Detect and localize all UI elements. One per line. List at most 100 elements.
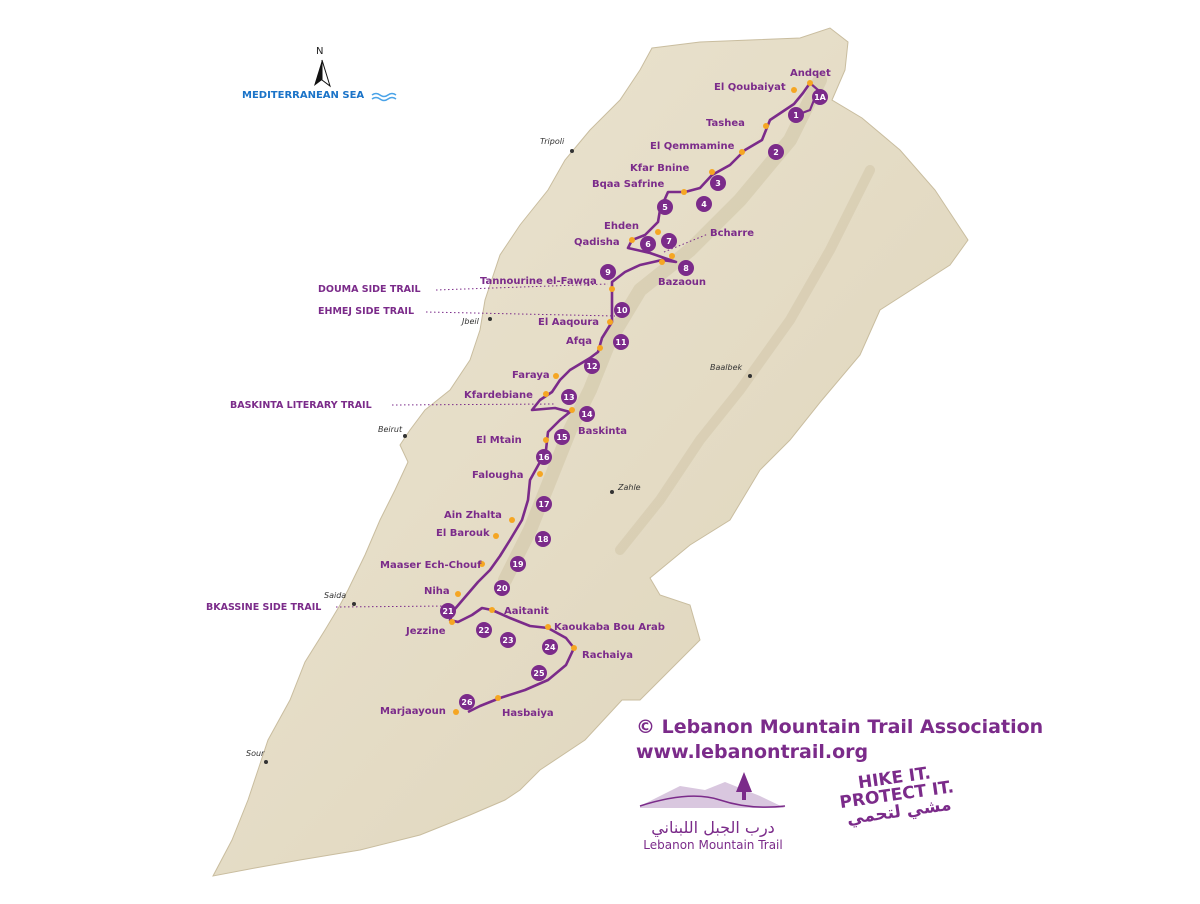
segment-badge-circle bbox=[510, 556, 526, 572]
segment-badge-circle bbox=[440, 603, 456, 619]
segment-marker-16: 16 bbox=[536, 449, 552, 465]
segment-number: 3 bbox=[715, 179, 721, 188]
segment-number: 16 bbox=[538, 453, 550, 462]
segment-marker-17: 17 bbox=[536, 496, 552, 512]
segment-marker-1: 1 bbox=[788, 107, 804, 123]
segment-marker-9: 9 bbox=[600, 264, 616, 280]
city-label-sour: Sour bbox=[246, 749, 265, 758]
side-trail-douma: DOUMA SIDE TRAIL bbox=[318, 284, 421, 295]
segment-number: 15 bbox=[556, 433, 568, 442]
town-label-tashea: Tashea bbox=[706, 118, 745, 129]
segment-marker-1A: 1A bbox=[812, 89, 828, 105]
waypoints bbox=[449, 80, 813, 715]
side-trail-baskinta: BASKINTA LITERARY TRAIL bbox=[230, 400, 372, 411]
city-label-tripoli: Tripoli bbox=[540, 137, 565, 146]
segment-marker-19: 19 bbox=[510, 556, 526, 572]
segment-marker-6: 6 bbox=[640, 236, 656, 252]
ridge-shade-2 bbox=[615, 165, 875, 555]
segment-number: 22 bbox=[478, 626, 489, 635]
town-label-el-barouk: El Barouk bbox=[436, 528, 490, 539]
segment-marker-4: 4 bbox=[696, 196, 712, 212]
segment-number: 23 bbox=[502, 636, 513, 645]
town-label-maaser: Maaser Ech-Chouf bbox=[380, 560, 482, 571]
segment-badge-circle bbox=[535, 531, 551, 547]
segment-badge-circle bbox=[678, 260, 694, 276]
segment-badge-circle bbox=[661, 233, 677, 249]
town-label-faraya: Faraya bbox=[512, 370, 550, 381]
segment-marker-3: 3 bbox=[710, 175, 726, 191]
segment-badge-circle bbox=[494, 580, 510, 596]
city-label-baalbek: Baalbek bbox=[710, 363, 743, 372]
town-label-el-qemmamine: El Qemmamine bbox=[650, 141, 735, 152]
town-label-andqet: Andqet bbox=[790, 68, 831, 79]
town-label-baskinta: Baskinta bbox=[578, 426, 627, 437]
segment-marker-20: 20 bbox=[494, 580, 510, 596]
copyright-text: © Lebanon Mountain Trail Association bbox=[636, 716, 1044, 738]
town-label-aaitanit: Aaitanit bbox=[504, 606, 549, 617]
segment-marker-5: 5 bbox=[657, 199, 673, 215]
segment-marker-2: 2 bbox=[768, 144, 784, 160]
segment-number: 20 bbox=[496, 584, 508, 593]
segment-badge-circle bbox=[536, 496, 552, 512]
segment-badge-circle bbox=[613, 334, 629, 350]
segment-marker-23: 23 bbox=[500, 632, 516, 648]
segment-marker-25: 25 bbox=[531, 665, 547, 681]
town-label-rachaiya: Rachaiya bbox=[582, 650, 633, 661]
segment-number: 26 bbox=[461, 698, 473, 707]
town-label-el-mtain: El Mtain bbox=[476, 435, 522, 446]
segment-number: 10 bbox=[616, 306, 628, 315]
segment-number: 2 bbox=[773, 148, 779, 157]
town-label-falougha: Falougha bbox=[472, 470, 523, 481]
segment-marker-26: 26 bbox=[459, 694, 475, 710]
logo-english-text: Lebanon Mountain Trail bbox=[643, 838, 783, 852]
segment-marker-7: 7 bbox=[661, 233, 677, 249]
town-label-tannourine: Tannourine el-Fawqa bbox=[480, 276, 597, 287]
segment-badge-circle bbox=[657, 199, 673, 215]
segment-marker-11: 11 bbox=[613, 334, 629, 350]
segment-badge-circle bbox=[536, 449, 552, 465]
segment-badge-circle bbox=[600, 264, 616, 280]
segment-number: 9 bbox=[605, 268, 611, 277]
segment-badge-circle bbox=[768, 144, 784, 160]
segment-badge-circle bbox=[500, 632, 516, 648]
segment-badge-circle bbox=[614, 302, 630, 318]
north-label: N bbox=[316, 46, 324, 57]
segment-number: 12 bbox=[586, 362, 597, 371]
segment-number: 7 bbox=[666, 237, 672, 246]
segment-marker-13: 13 bbox=[561, 389, 577, 405]
town-label-niha: Niha bbox=[424, 586, 450, 597]
segment-number: 19 bbox=[512, 560, 524, 569]
town-label-ehden: Ehden bbox=[604, 221, 639, 232]
segment-number: 8 bbox=[683, 264, 689, 273]
trail-route bbox=[448, 82, 812, 714]
segment-number: 11 bbox=[615, 338, 627, 347]
segment-number: 13 bbox=[563, 393, 574, 402]
website-link[interactable]: www.lebanontrail.org bbox=[636, 741, 869, 763]
town-label-qadisha: Qadisha bbox=[574, 237, 620, 248]
segment-badge-circle bbox=[579, 406, 595, 422]
segment-marker-14: 14 bbox=[579, 406, 595, 422]
lebanon-landmass bbox=[212, 27, 969, 877]
city-label-saida: Saida bbox=[324, 591, 346, 600]
segment-badge-circle bbox=[584, 358, 600, 374]
town-label-marjaayoun: Marjaayoun bbox=[380, 706, 446, 717]
segment-badge-circle bbox=[459, 694, 475, 710]
leader-lines bbox=[335, 233, 709, 608]
segment-number: 1A bbox=[814, 93, 827, 102]
cedar-tree-icon bbox=[736, 772, 752, 792]
segment-number: 18 bbox=[537, 535, 549, 544]
city-dots bbox=[264, 149, 752, 764]
segment-marker-21: 21 bbox=[440, 603, 456, 619]
town-label-el-aaqoura: El Aaqoura bbox=[538, 317, 599, 328]
segment-badge-circle bbox=[476, 622, 492, 638]
segment-number: 6 bbox=[645, 240, 651, 249]
segment-badge-circle bbox=[561, 389, 577, 405]
north-arrow-icon bbox=[314, 59, 331, 88]
town-label-kaoukaba: Kaoukaba Bou Arab bbox=[554, 622, 665, 633]
town-label-hasbaiya: Hasbaiya bbox=[502, 708, 554, 719]
logo-arabic-text: درب الجبل اللبناني bbox=[651, 818, 775, 837]
segment-badge-circle bbox=[554, 429, 570, 445]
segment-badge-circle bbox=[710, 175, 726, 191]
